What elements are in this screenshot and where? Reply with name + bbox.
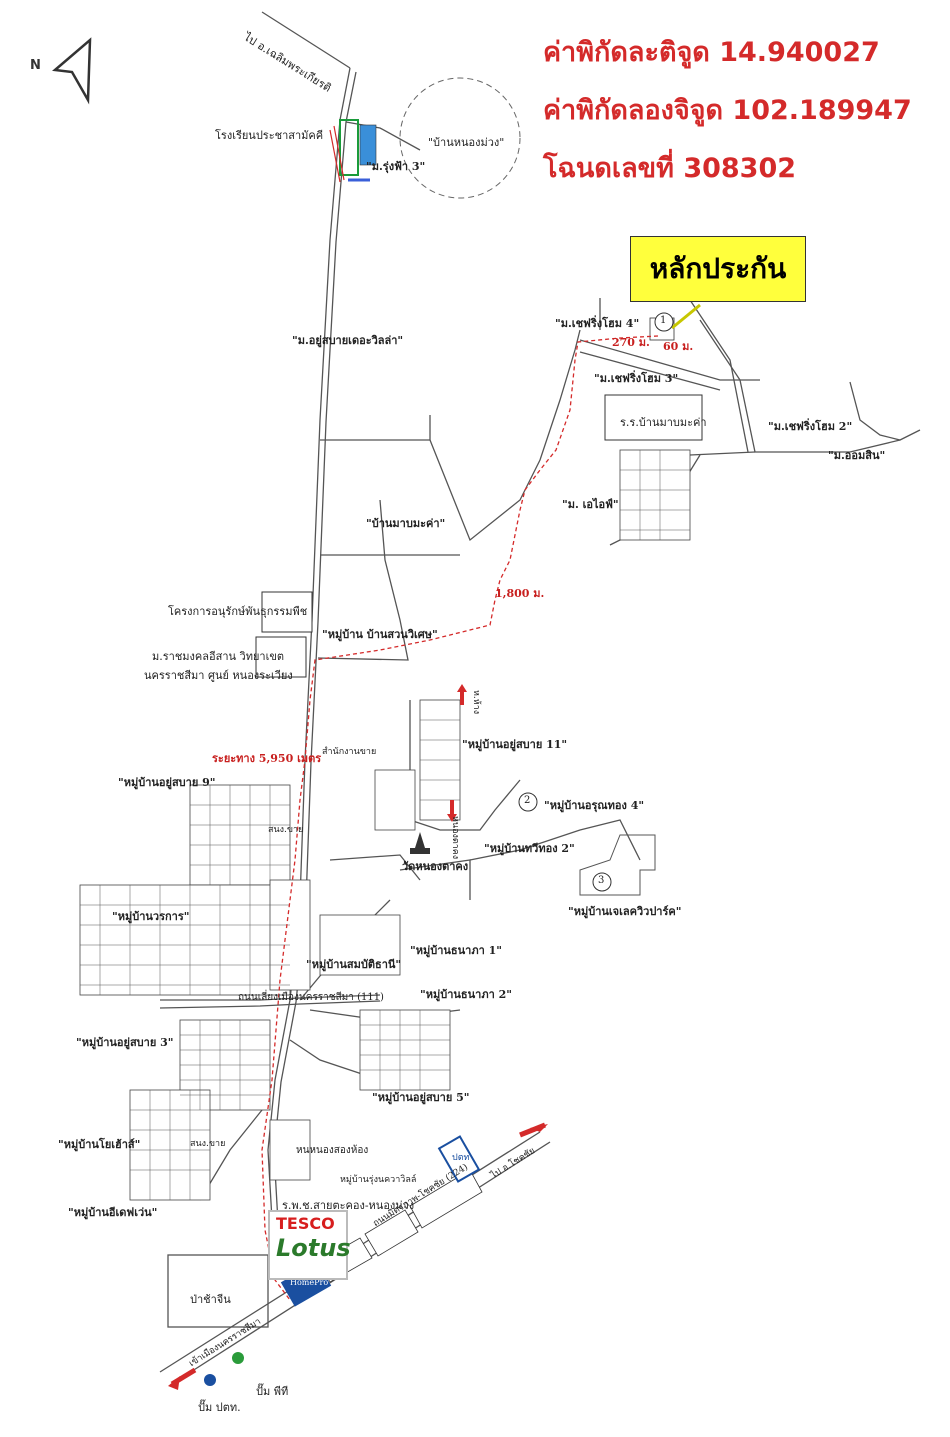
tesco-lotus-logo: TESCO Lotus: [268, 1210, 351, 1280]
distance-5950: ระยะทาง 5,950 เมตร: [212, 752, 322, 765]
label-arun-thong-4: "หมู่บ้านอรุณทอง 4": [544, 799, 645, 812]
label-ban-mabmaka: "บ้านมาบมะค่า": [366, 517, 446, 530]
label-sn-chai-2: สนง.ขาย: [190, 1139, 226, 1149]
label-rungfa3: "ม.รุ่งฟ้า 3": [366, 160, 426, 173]
label-chefring3: "ม.เชฟริ่งโฮม 3": [594, 372, 679, 385]
label-hospital: ร.พ.ช.สายตะคอง-หนองม่วง: [282, 1199, 415, 1212]
marker-3: 3: [598, 875, 605, 886]
label-pt: ปั๊ม พีที: [256, 1385, 289, 1398]
label-ptt: ปั๊ม ปตท.: [198, 1401, 241, 1414]
label-office: สำนักงานขาย: [322, 747, 377, 757]
compass-icon: N: [30, 36, 100, 104]
deed-number-text: โฉนดเลขที่ 308302: [543, 153, 797, 184]
label-ring-road: ถนนเลี่ยงเมืองนครราชสีมา (111): [238, 992, 384, 1003]
label-hang-chat: ห.ห้าง: [471, 690, 481, 715]
latitude-text: ค่าพิกัดละติจูด 14.940027: [543, 37, 880, 68]
label-nong-song-hong: หนหนองสองห้อง: [296, 1145, 369, 1156]
label-chefring2: "ม.เชฟริ่งโฮม 2": [768, 420, 853, 433]
collateral-label: หลักประกัน: [630, 236, 806, 302]
label-yu-sabai-della: "ม.อยู่สบายเดอะวิลล่า": [292, 334, 404, 347]
label-yu-sabai-9: "หมู่บ้านอยู่สบาย 9": [118, 776, 216, 789]
label-rung-kawi: หมู่บ้านรุ่งนควาวิลล์: [340, 1175, 417, 1185]
label-yu-sabai-3: "หมู่บ้านอยู่สบาย 3": [76, 1036, 174, 1049]
label-thanaphat1: "หมู่บ้านธนาภา 1": [410, 944, 502, 957]
label-yu-sabai-11: "หมู่บ้านอยู่สบาย 11": [462, 738, 568, 751]
distance-60: 60 ม.: [663, 340, 694, 353]
label-wat: วัดหนองตาคง: [402, 860, 469, 873]
marker-1: 1: [660, 315, 667, 326]
lotus-text: Lotus: [276, 1234, 351, 1262]
label-plant-project: โครงการอนุรักษ์พันธุกรรมพืช: [168, 605, 308, 618]
label-ivy: "ม. เอไอฟ์": [562, 498, 619, 511]
label-tawee-thong-2: "หมู่บ้านทวีทอง 2": [484, 842, 575, 855]
distance-1800: 1,800 ม.: [495, 587, 545, 600]
label-homepro: HomePro: [290, 1278, 329, 1287]
label-ideal: "หมู่บ้านอีเดฟเว่น": [68, 1206, 158, 1219]
label-sombat: "หมู่บ้านสมบัติธานี": [306, 958, 402, 971]
label-rmutr2: นครราชสีมา ศูนย์ หนองระเวียง: [144, 669, 293, 682]
label-worakarn: "หมู่บ้านวรการ": [112, 910, 190, 923]
compass-north-label: N: [30, 58, 41, 73]
tesco-text: TESCO: [276, 1214, 335, 1233]
label-suan-wiset: "หมู่บ้าน บ้านสวนวิเศษ": [322, 628, 438, 641]
longitude-text: ค่าพิกัดลองจิจูด 102.189947: [543, 95, 912, 126]
label-chefring4: "ม.เชฟริ่งโฮม 4": [555, 317, 640, 330]
label-lake-view: "หมู่บ้านเจเลควิวปาร์ค": [568, 905, 682, 918]
marker-2: 2: [524, 795, 531, 806]
label-forest: ป่าช้าจีน: [190, 1293, 231, 1306]
label-school-mabmaka: ร.ร.บ้านมาบมะค่า: [620, 416, 707, 429]
label-sritong: "หมู่บ้านโยเฮ้าส์": [58, 1138, 141, 1151]
label-sn-chai: สนง.ขาย: [268, 825, 304, 835]
label-ptt-logo: ปตท: [452, 1153, 470, 1163]
label-thanaphat2: "หมู่บ้านธนาภา 2": [420, 988, 512, 1001]
label-yu-sabai-5: "หมู่บ้านอยู่สบาย 5": [372, 1091, 470, 1104]
distance-270: 270 ม.: [612, 336, 650, 349]
label-ban-nong-muang: "บ้านหนองม่วง": [428, 136, 505, 149]
label-rmutr: ม.ราชมงคลอีสาน วิทยาเขต: [152, 650, 285, 663]
label-nong-takong-arrow: หนองตาคง: [450, 816, 460, 860]
label-school-pracha: โรงเรียนประชาสามัคคี: [215, 129, 324, 142]
label-om-sin: "ม.ออมสิน": [828, 449, 886, 462]
